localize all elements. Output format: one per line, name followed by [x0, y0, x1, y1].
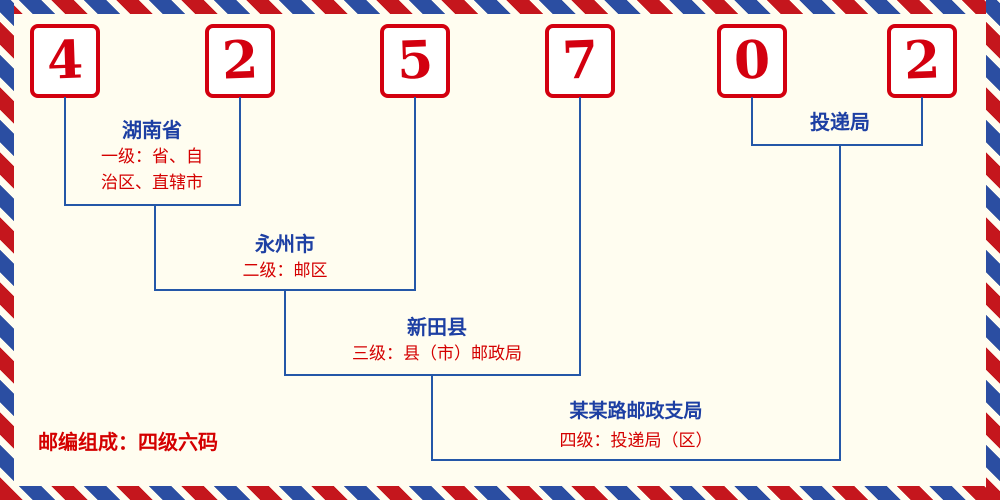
digit-6: 2: [902, 29, 942, 92]
connector-digit3-down: [414, 97, 416, 291]
digit-box-6: 2: [887, 24, 957, 98]
digit-box-1: 4: [30, 24, 100, 98]
connector-level2-to-level3: [284, 289, 286, 376]
airmail-border-right: [986, 0, 1000, 500]
digit-4: 7: [560, 29, 600, 92]
digit-box-2: 2: [205, 24, 275, 98]
digit-1: 4: [45, 29, 85, 92]
airmail-border-top: [0, 0, 1000, 14]
digit-2: 2: [220, 29, 260, 92]
connector-delivery-to-level4: [839, 144, 841, 461]
digit-5: 0: [732, 29, 772, 92]
level1-desc-line1: 一级：省、自: [101, 147, 203, 167]
connector-level3-to-level4: [431, 374, 433, 461]
bracket-level1-bottom: [64, 204, 241, 206]
level2-desc-label: 二级：邮区: [242, 261, 328, 281]
level1-desc-label: 一级：省、自 治区、直辖市: [62, 144, 242, 196]
bracket-level4-bottom: [431, 459, 841, 461]
connector-digit5-down: [751, 97, 753, 146]
connector-digit4-down: [579, 97, 581, 376]
composition-note: 邮编组成：四级六码: [38, 430, 218, 454]
level2-place-label: 永州市: [255, 232, 315, 256]
connector-level1-to-level2: [154, 204, 156, 291]
level3-desc-label: 三级：县（市）邮政局: [352, 344, 522, 364]
level4-place-label: 某某路邮政支局: [569, 400, 703, 422]
delivery-office-label: 投递局: [810, 110, 870, 134]
level3-place-label: 新田县: [407, 315, 467, 339]
airmail-border-left: [0, 0, 14, 500]
digit-box-5: 0: [717, 24, 787, 98]
digit-3: 5: [395, 29, 435, 92]
level4-desc-label: 四级：投递局（区）: [559, 431, 713, 451]
connector-digit2-down: [239, 97, 241, 206]
level1-place-label: 湖南省: [122, 118, 182, 142]
connector-digit1-down: [64, 97, 66, 206]
digit-box-4: 7: [545, 24, 615, 98]
digit-box-3: 5: [380, 24, 450, 98]
airmail-border-bottom: [0, 486, 1000, 500]
level1-desc-line2: 治区、直辖市: [101, 173, 203, 193]
bracket-delivery-bottom: [751, 144, 923, 146]
connector-digit6-down: [921, 97, 923, 146]
